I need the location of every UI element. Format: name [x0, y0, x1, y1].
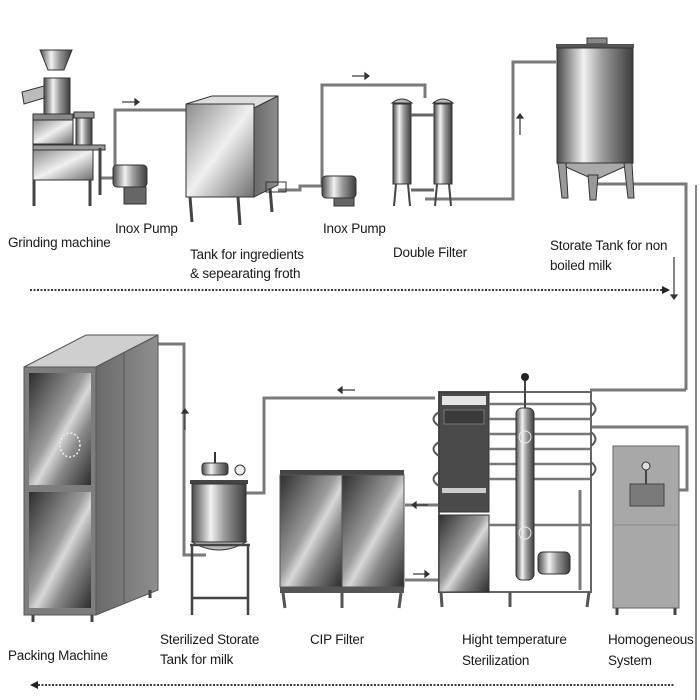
label-tank-ingredients-line1: Tank for ingredients — [190, 247, 304, 262]
pipe-filter-to-storage — [425, 60, 556, 201]
label-homogeneous-line2: System — [608, 653, 652, 668]
arrow-up-icon — [180, 408, 190, 430]
pipe-tank-to-pump2 — [278, 184, 322, 192]
label-high-temp-line1: Hight temperature — [462, 632, 567, 647]
high-temperature-sterilizer-illustration — [432, 373, 597, 608]
pipe-sterilized-to-packing — [148, 342, 206, 557]
cip-filter-illustration — [279, 470, 405, 609]
top-flow-line — [30, 286, 670, 294]
label-storage-tank-line2: boiled milk — [550, 258, 612, 273]
arrow-left-icon — [411, 500, 428, 510]
arrow-up-icon — [515, 113, 525, 135]
packing-machine-illustration — [23, 334, 159, 622]
pipes-bottom-row — [148, 342, 689, 590]
arrow-down-icon — [669, 257, 679, 300]
inox-pump-2-illustration — [321, 175, 357, 207]
label-inox-pump-1: Inox Pump — [115, 221, 178, 236]
label-packing-machine: Packing Machine — [8, 648, 108, 663]
label-cip-filter: CIP Filter — [310, 632, 365, 647]
flow-arrows — [122, 71, 679, 579]
pipe-heatex-to-sterilized-tank — [246, 396, 435, 495]
label-sterilized-storage-line2: Tank for milk — [160, 652, 234, 667]
label-grinding-machine: Grinding machine — [8, 235, 111, 250]
pipe-storage-down — [596, 182, 688, 390]
label-storage-tank-line1: Storate Tank for non — [550, 238, 668, 253]
storage-tank-non-boiled-illustration — [556, 37, 635, 201]
arrow-left-icon — [337, 385, 355, 395]
arrow-right-icon — [122, 97, 140, 107]
homogenizer-illustration — [612, 445, 680, 615]
arrow-right-icon — [662, 286, 670, 294]
ingredient-tank-illustration — [185, 95, 287, 226]
inox-pump-1-illustration — [112, 164, 148, 205]
pipe-pump2-to-filter — [320, 83, 427, 186]
label-inox-pump-2: Inox Pump — [323, 221, 386, 236]
label-sterilized-storage-line1: Sterilized Storate — [160, 632, 260, 647]
bottom-flow-line — [30, 681, 675, 689]
arrow-right-icon — [352, 71, 370, 81]
double-filter-illustration — [390, 98, 455, 207]
label-homogeneous-line1: Homogeneous — [608, 632, 694, 647]
label-double-filter: Double Filter — [393, 245, 467, 260]
grinding-machine-illustration — [21, 49, 106, 206]
label-tank-ingredients-line2: & sepearating froth — [190, 266, 301, 281]
arrow-left-icon — [30, 681, 38, 689]
arrow-right-icon — [413, 569, 430, 579]
sterilized-storage-tank-illustration — [190, 452, 250, 615]
label-high-temp-line2: Sterilization — [462, 653, 530, 668]
